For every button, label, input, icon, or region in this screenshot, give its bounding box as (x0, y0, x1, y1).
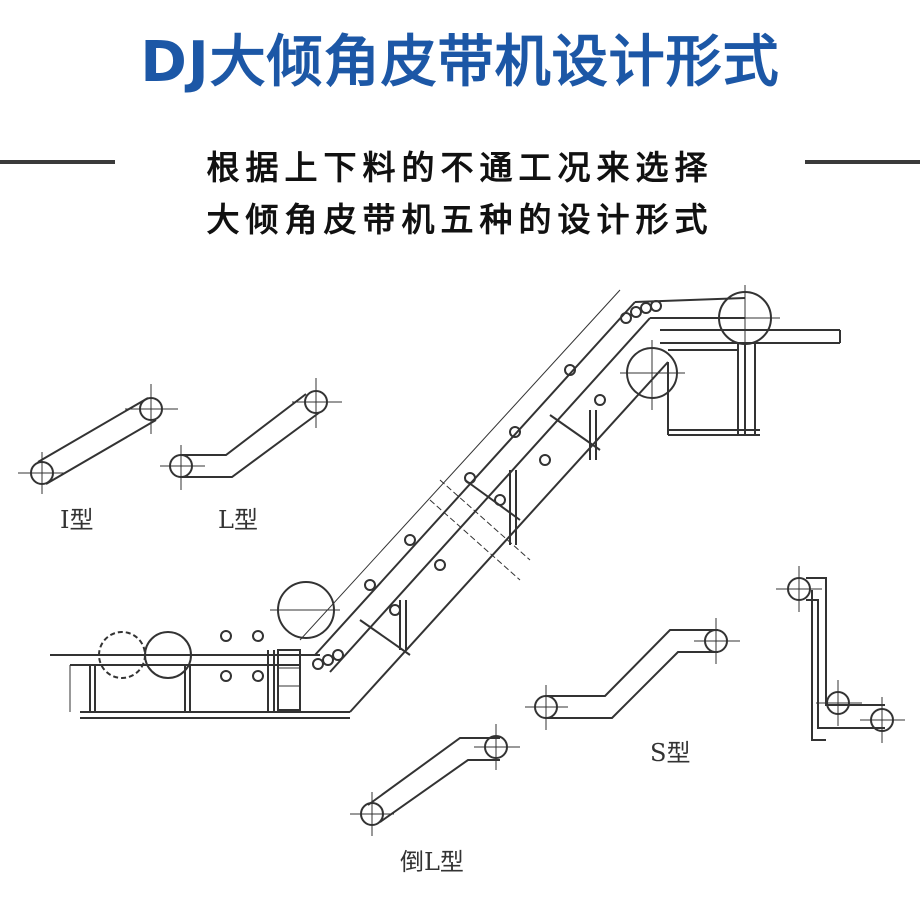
label-inverted-l-type: 倒L型 (400, 848, 464, 876)
label-i-type: I型 (60, 506, 94, 534)
label-s-type: S型 (650, 739, 691, 767)
subtitle-line-2: 大倾角皮带机五种的设计形式 (206, 200, 714, 239)
page-title: DJ大倾角皮带机设计形式 (140, 30, 780, 95)
main-conveyor (50, 285, 841, 719)
label-l-type: L型 (218, 506, 258, 534)
i-type-conveyor (18, 384, 178, 494)
l-type-conveyor (160, 378, 342, 490)
subtitle-line-1: 根据上下料的不通工况来选择 (206, 148, 714, 187)
divider-left (0, 160, 115, 164)
divider-right (805, 160, 920, 164)
s-type-conveyor (525, 618, 740, 730)
vertical-type-conveyor (776, 566, 905, 743)
inverted-l-type-conveyor (350, 724, 520, 836)
